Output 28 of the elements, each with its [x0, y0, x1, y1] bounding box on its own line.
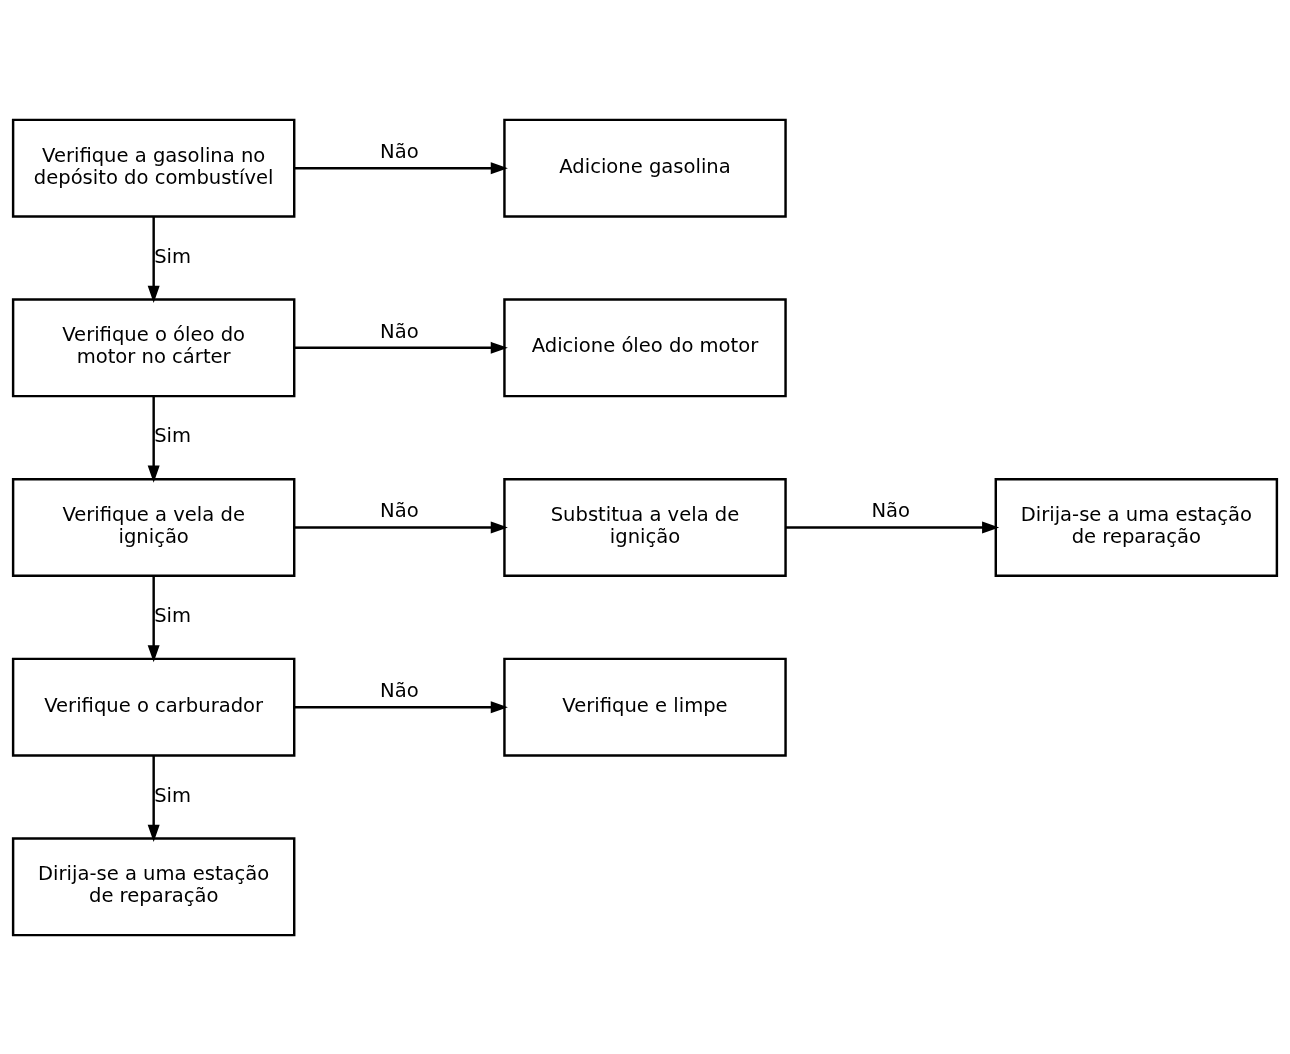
arrow	[147, 575, 160, 662]
node-box: Substitua a vela de ignição	[503, 477, 787, 577]
edge-label: Sim	[154, 423, 192, 447]
arrow	[294, 161, 508, 174]
node-box: Verifique a gasolina no depósito do combustível	[11, 118, 296, 218]
node-box: Verifique o óleo do motor no cárter	[11, 297, 296, 397]
node-box: Verifique a vela de ignição	[11, 477, 296, 577]
node-box: Adicione gasolina	[503, 118, 787, 218]
arrow	[147, 216, 160, 303]
edge-label: Não	[380, 498, 419, 522]
node-box: Verifique o carburador	[11, 657, 296, 757]
node-box: Verifique e limpe	[503, 657, 787, 757]
edge-label: Sim	[154, 783, 192, 807]
edge-label: Sim	[154, 244, 192, 268]
edge-label: Não	[380, 139, 419, 163]
node-box: Adicione óleo do motor	[503, 297, 787, 397]
arrow	[147, 396, 160, 483]
node-box: Dirija-se a uma estação de reparação	[994, 477, 1279, 577]
edge-label: Não	[380, 319, 419, 343]
edge-label: Sim	[154, 603, 192, 627]
edge-label: Não	[380, 678, 419, 702]
node-box: Dirija-se a uma estação de reparação	[11, 836, 296, 936]
arrow	[294, 700, 508, 713]
arrow	[294, 341, 508, 354]
arrow	[785, 521, 1000, 533]
arrow	[147, 755, 160, 842]
arrow	[294, 521, 508, 533]
edge-label: Não	[871, 498, 910, 522]
